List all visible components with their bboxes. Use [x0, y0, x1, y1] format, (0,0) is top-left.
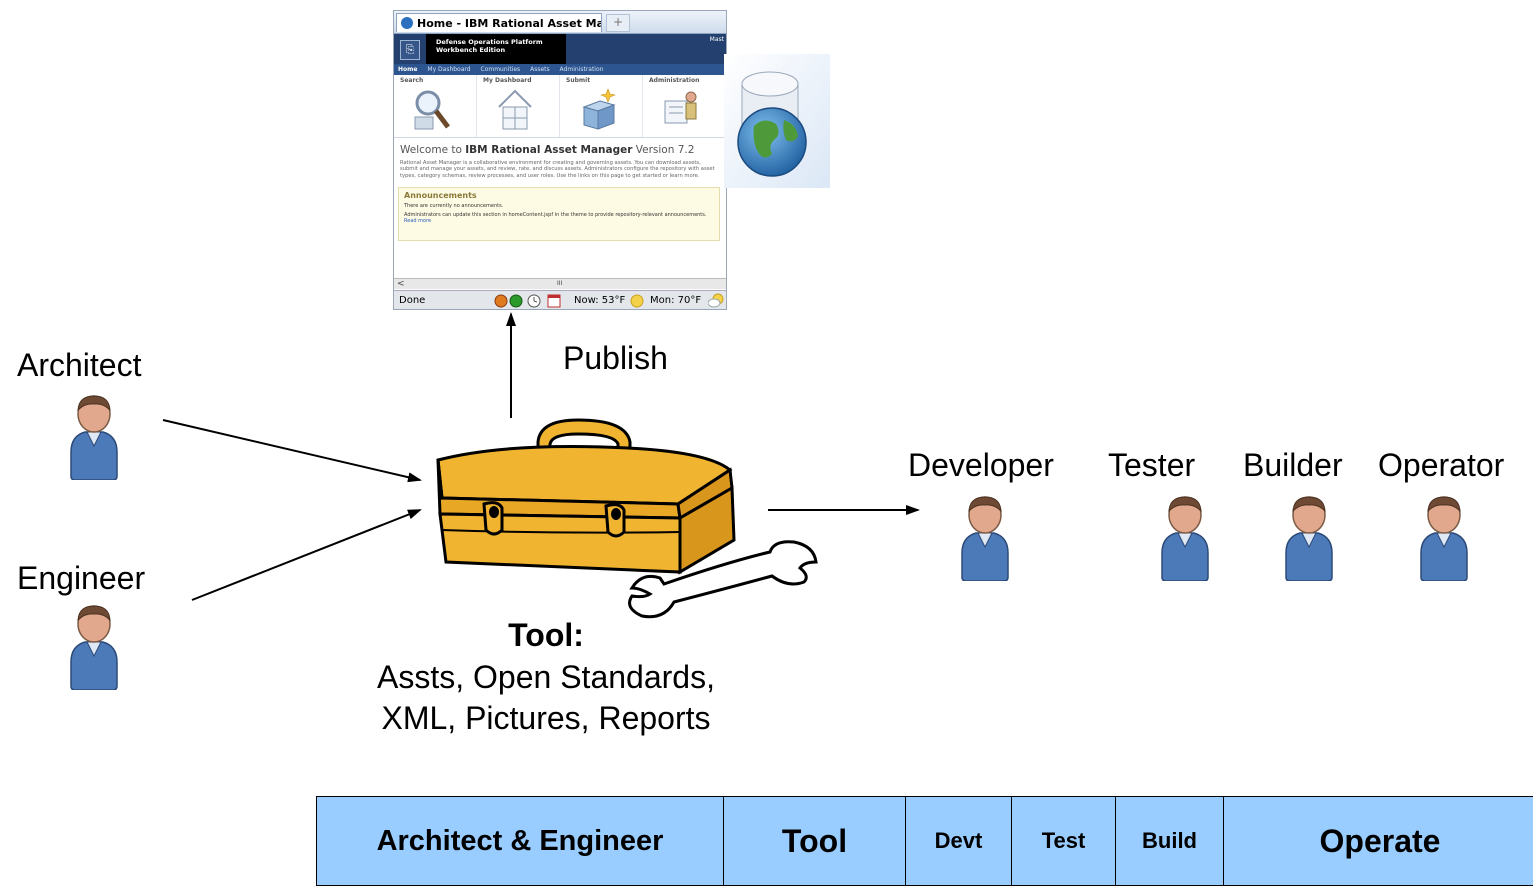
- engineer-person-icon: [65, 602, 123, 690]
- toolbox-icon: [428, 412, 828, 627]
- architect-arrow: [163, 420, 420, 480]
- phase-build: Build: [1116, 797, 1224, 886]
- phase-test: Test: [1012, 797, 1116, 886]
- builder-label: Builder: [1243, 447, 1343, 484]
- publish-label: Publish: [563, 340, 668, 377]
- phase-timeline: Architect & Engineer Tool Devt Test Buil…: [316, 796, 1533, 886]
- operator-label: Operator: [1378, 447, 1504, 484]
- tester-person-icon: [1156, 493, 1214, 581]
- engineer-label: Engineer: [17, 560, 145, 597]
- builder-person-icon: [1280, 493, 1338, 581]
- phase-architect-engineer: Architect & Engineer: [317, 797, 724, 886]
- phase-tool: Tool: [724, 797, 906, 886]
- architect-person-icon: [65, 392, 123, 480]
- phase-devt: Devt: [906, 797, 1012, 886]
- operator-person-icon: [1415, 493, 1473, 581]
- developer-person-icon: [956, 493, 1014, 581]
- tester-label: Tester: [1108, 447, 1195, 484]
- phase-operate: Operate: [1224, 797, 1533, 886]
- architect-label: Architect: [17, 347, 141, 384]
- tool-caption-title: Tool:: [316, 617, 776, 653]
- tool-caption-line-2: XML, Pictures, Reports: [316, 698, 776, 738]
- developer-label: Developer: [908, 447, 1054, 484]
- phase-row: Architect & Engineer Tool Devt Test Buil…: [317, 797, 1533, 886]
- tool-caption-line-1: Assts, Open Standards,: [316, 657, 776, 697]
- engineer-arrow: [192, 510, 420, 600]
